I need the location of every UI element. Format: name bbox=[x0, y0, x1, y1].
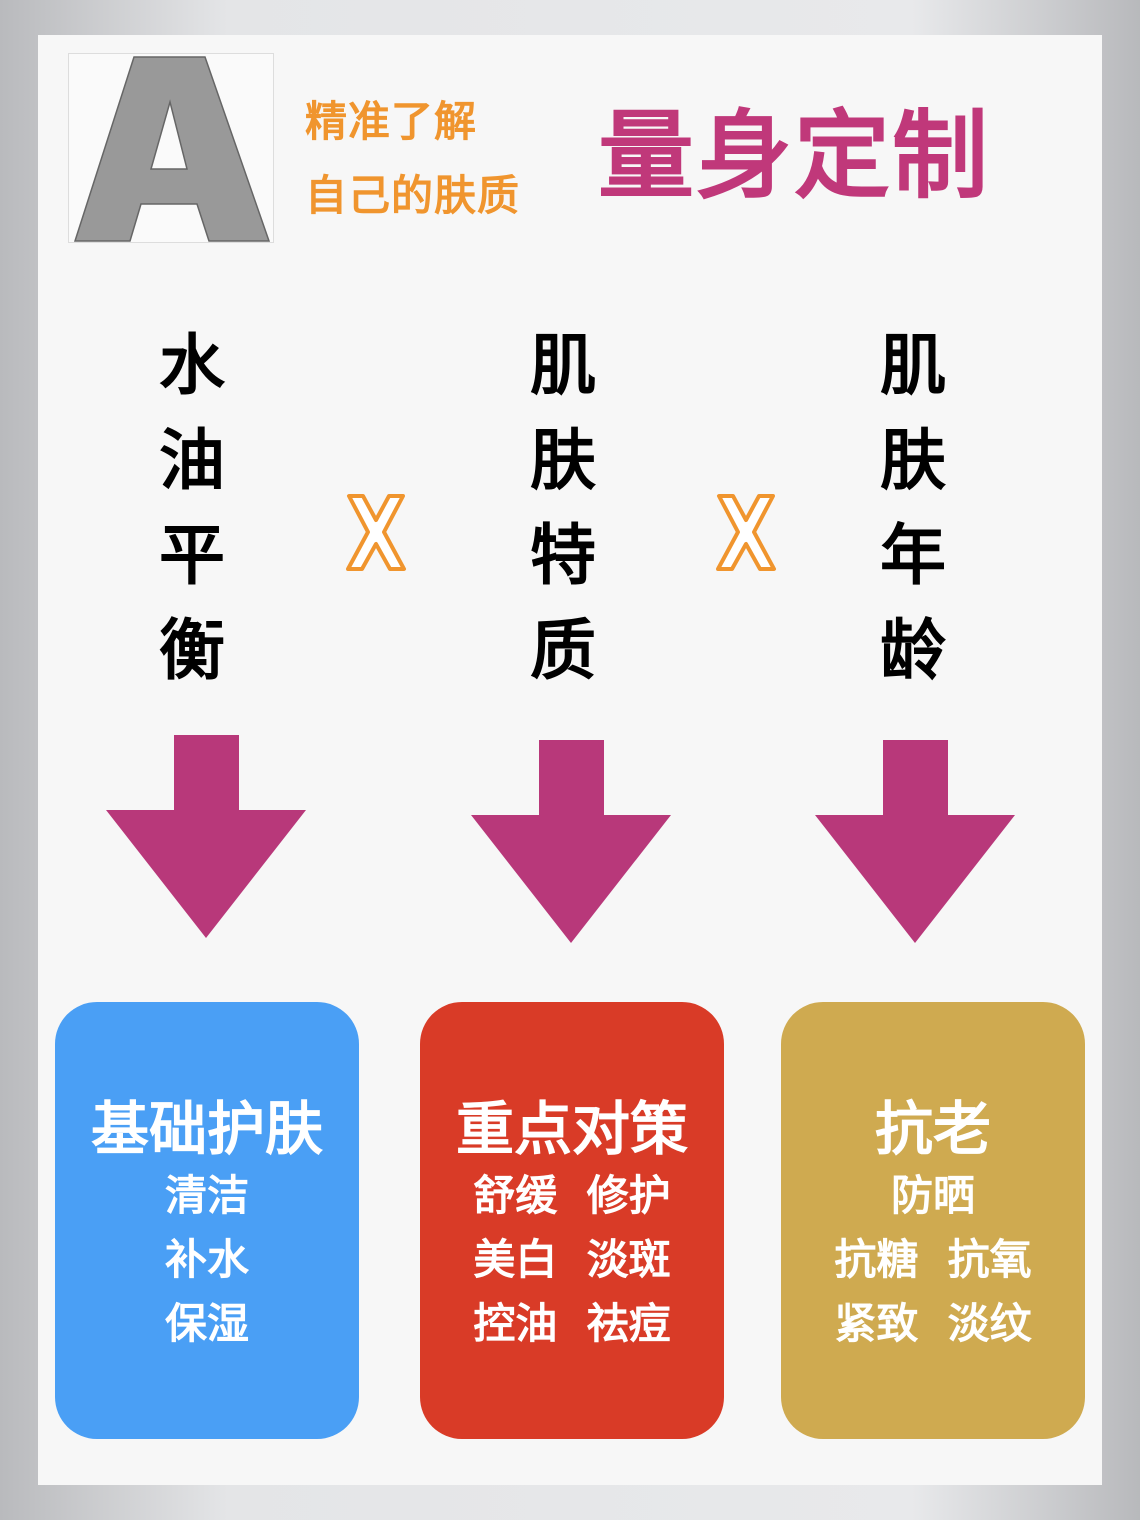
page-title: 量身定制 bbox=[598, 100, 990, 212]
subtitle-line2: 自己的肤质 bbox=[305, 171, 521, 220]
box-basic-care: 基础护肤 清洁补水保湿 bbox=[55, 1002, 359, 1439]
box-anti-aging: 抗老 防晒抗糖 抗氧紧致 淡纹 bbox=[781, 1002, 1085, 1439]
letter-a-logo bbox=[68, 53, 274, 243]
factor-water-oil-balance: 水油平衡 bbox=[159, 327, 225, 689]
box-targeted-care: 重点对策 舒缓 修护美白 淡斑控油 祛痘 bbox=[420, 1002, 724, 1439]
arrow-down-icon bbox=[471, 740, 671, 943]
subtitle-line1: 精准了解 bbox=[305, 97, 478, 146]
factor-skin-type: 肌肤特质 bbox=[530, 327, 596, 689]
times-icon bbox=[346, 494, 406, 571]
times-icon bbox=[716, 494, 776, 571]
factor-skin-age: 肌肤年龄 bbox=[880, 327, 946, 689]
arrow-down-icon bbox=[815, 740, 1015, 943]
arrow-down-icon bbox=[106, 735, 306, 938]
